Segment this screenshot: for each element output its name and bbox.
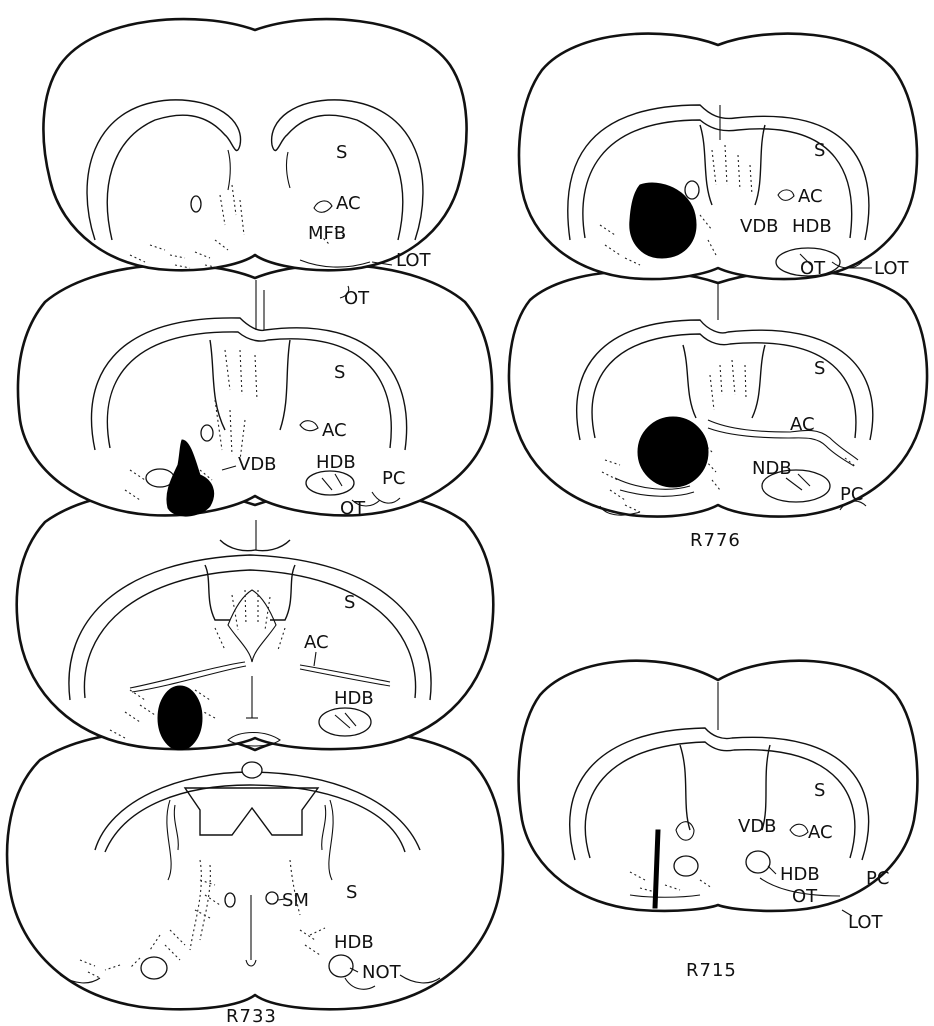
hdb-nucleus-715 bbox=[746, 851, 770, 873]
label-hdb-3: HDB bbox=[334, 932, 374, 953]
label-vdb-r3: VDB bbox=[738, 816, 777, 837]
caption-r715: R715 bbox=[686, 960, 737, 981]
label-vdb-1: VDB bbox=[238, 454, 277, 475]
section-right-1 bbox=[519, 34, 917, 280]
hdb-nucleus-2 bbox=[306, 471, 354, 495]
hdb-nucleus bbox=[319, 708, 371, 736]
label-ac-1: AC bbox=[336, 193, 361, 214]
label-ndb: NDB bbox=[752, 458, 792, 479]
sm-circle bbox=[266, 892, 278, 904]
label-hdb-2: HDB bbox=[334, 688, 374, 709]
section-left-1 bbox=[43, 19, 466, 270]
section-right-3 bbox=[519, 661, 918, 911]
label-lot-r3: LOT bbox=[848, 912, 884, 933]
label-ac-3: AC bbox=[304, 632, 329, 653]
section-right-2 bbox=[509, 271, 927, 516]
label-mfb: MFB bbox=[308, 223, 346, 244]
lesion-right-2 bbox=[638, 417, 708, 487]
label-s-4: S bbox=[346, 882, 357, 903]
label-hdb-1: HDB bbox=[316, 452, 356, 473]
label-ot-r1: OT bbox=[800, 258, 826, 279]
section-left-2 bbox=[18, 265, 492, 516]
caption-r733: R733 bbox=[226, 1006, 277, 1026]
lesion-left-3 bbox=[158, 686, 202, 750]
label-pc-r3: PC bbox=[866, 868, 889, 889]
label-lot-r1: LOT bbox=[874, 258, 910, 279]
label-s-1: S bbox=[336, 142, 347, 163]
section-left-3 bbox=[17, 491, 494, 778]
label-s-r1: S bbox=[814, 140, 825, 161]
label-pc-1: PC bbox=[382, 468, 405, 489]
label-s-r2: S bbox=[814, 358, 825, 379]
label-not: NOT bbox=[362, 962, 402, 983]
label-hdb-r1: HDB bbox=[792, 216, 832, 237]
label-s-r3: S bbox=[814, 780, 825, 801]
label-s-3: S bbox=[344, 592, 355, 613]
caption-r776: R776 bbox=[690, 530, 741, 551]
label-ac-r2: AC bbox=[790, 414, 815, 435]
label-ot-r3: OT bbox=[792, 886, 818, 907]
label-ac-r1: AC bbox=[798, 186, 823, 207]
label-pc-r2: PC bbox=[840, 484, 863, 505]
label-lot-1: LOT bbox=[396, 250, 432, 271]
label-ac-2: AC bbox=[322, 420, 347, 441]
label-ot-2: OT bbox=[340, 498, 366, 519]
label-vdb-r1: VDB bbox=[740, 216, 779, 237]
label-ac-r3: AC bbox=[808, 822, 833, 843]
label-s-2: S bbox=[334, 362, 345, 383]
label-sm: SM bbox=[282, 890, 309, 911]
label-hdb-r3: HDB bbox=[780, 864, 820, 885]
